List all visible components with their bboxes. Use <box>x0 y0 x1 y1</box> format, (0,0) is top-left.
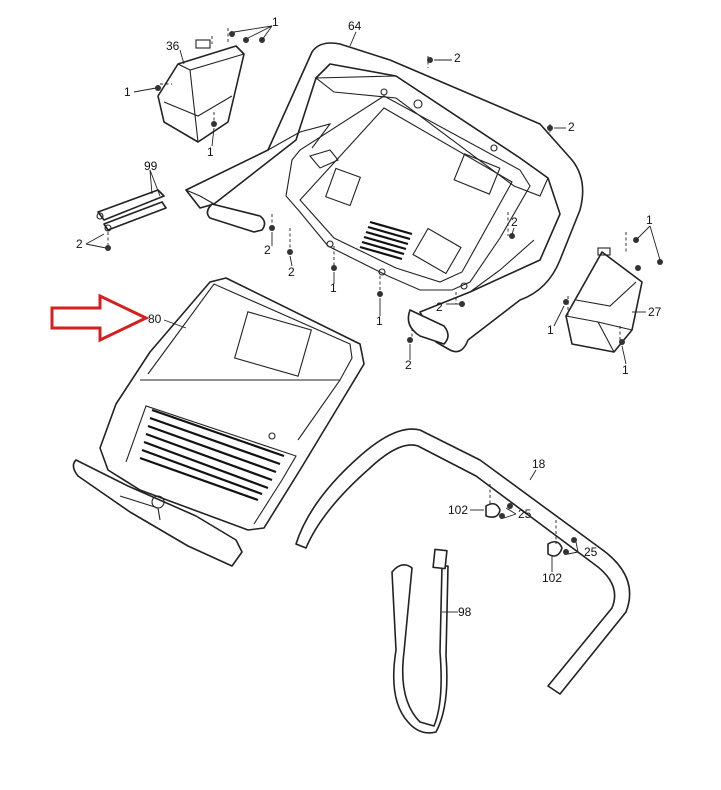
callout-2: 2 <box>76 237 83 251</box>
part-102-clamp-lower <box>547 540 563 557</box>
callout-2: 2 <box>264 243 271 257</box>
callout-18: 18 <box>532 457 546 471</box>
part-98-strap <box>391 548 449 734</box>
callout-1: 1 <box>330 281 337 295</box>
callout-2: 2 <box>511 215 518 229</box>
part-18-handlebar <box>295 428 631 695</box>
callout-2: 2 <box>568 120 575 134</box>
callout-2: 2 <box>436 300 443 314</box>
assembly-lines <box>107 28 627 544</box>
callout-1: 1 <box>272 15 279 29</box>
callout-2: 2 <box>405 358 412 372</box>
callout-1: 1 <box>646 213 653 227</box>
part-27-accessory-tray-right <box>565 247 643 353</box>
callout-1: 1 <box>622 363 629 377</box>
part-102-clamp-upper <box>485 502 501 518</box>
part-80-console-base <box>72 277 365 567</box>
callout-25: 25 <box>518 507 532 521</box>
callout-1: 1 <box>547 323 554 337</box>
callout-102: 102 <box>448 503 468 517</box>
red-pointer-arrow <box>50 293 150 343</box>
callout-99: 99 <box>144 159 158 173</box>
callout-80: 80 <box>148 312 162 326</box>
part-64-console-frame <box>185 42 584 353</box>
callout-1: 1 <box>376 314 383 328</box>
callout-1: 1 <box>207 145 214 159</box>
callout-27: 27 <box>648 305 662 319</box>
callout-98: 98 <box>458 605 472 619</box>
callout-64: 64 <box>348 19 362 33</box>
callout-2: 2 <box>288 265 295 279</box>
callout-labels: 1 36 1 1 64 2 2 99 2 2 2 2 1 2 1 2 80 1 … <box>76 15 662 619</box>
speaker-grille <box>359 220 413 261</box>
screws <box>105 31 663 555</box>
part-99-bracket <box>96 189 167 232</box>
part-36-accessory-tray-left <box>157 39 245 143</box>
leader-lines <box>85 25 661 613</box>
console-grille <box>139 408 285 502</box>
callout-36: 36 <box>166 39 180 53</box>
callout-25: 25 <box>584 545 598 559</box>
callout-1: 1 <box>124 85 131 99</box>
callout-102: 102 <box>542 571 562 585</box>
callout-2: 2 <box>454 51 461 65</box>
